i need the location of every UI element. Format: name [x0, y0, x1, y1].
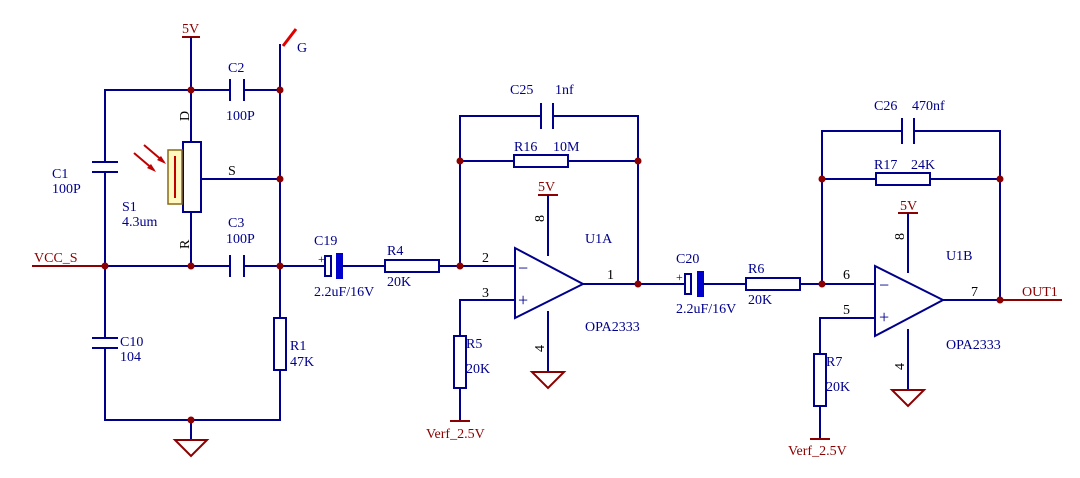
capacitor-c3: C3 100P: [226, 216, 255, 277]
u1a-plus: +: [518, 290, 528, 310]
u1a-pin8: 8: [533, 215, 548, 222]
u1a-pin2: 2: [482, 251, 489, 266]
r1-ref: R1: [290, 339, 306, 354]
u1b-pin8: 8: [893, 233, 908, 240]
s1-pin-r: R: [178, 239, 193, 249]
net-vref-a: Verf_2.5V: [426, 427, 485, 442]
u1a-part: OPA2333: [585, 320, 640, 335]
c25-value: 1nf: [555, 83, 574, 98]
c10-ref: C10: [120, 335, 143, 350]
c3-ref: C3: [228, 216, 244, 231]
capacitor-c26: C26 470nf: [874, 99, 945, 144]
r16-ref: R16: [514, 140, 537, 155]
s1-value: 4.3um: [122, 215, 158, 230]
u1b-part: OPA2333: [946, 338, 1001, 353]
stage1-amplifier: + C19 2.2uF/16V R4 20K C25 1nf R16 10M: [314, 83, 679, 442]
r5-value: 20K: [466, 362, 490, 377]
u1b-plus: +: [879, 307, 889, 327]
resistor-r1: R1 47K: [273, 317, 314, 371]
u1a-minus: −: [518, 258, 528, 278]
sensor-section: 5V C2 100P G C1 100P: [32, 22, 326, 458]
r16-value: 10M: [553, 140, 580, 155]
net-5v-left: 5V: [182, 22, 199, 37]
r6-value: 20K: [748, 293, 772, 308]
c25-ref: C25: [510, 83, 533, 98]
net-g: G: [297, 41, 307, 56]
r4-ref: R4: [387, 244, 403, 259]
r7-value: 20K: [826, 380, 850, 395]
s1-pin-s: S: [228, 164, 236, 179]
net-5v-u1a: 5V: [538, 180, 555, 195]
u1b-ref: U1B: [946, 249, 972, 264]
u1b-pin6: 6: [843, 268, 850, 283]
stage2-amplifier: + C20 2.2uF/16V R6 20K C26 470nf R17 24K: [676, 99, 1062, 459]
r5-ref: R5: [466, 337, 482, 352]
capacitor-c2: C2 100P: [226, 61, 255, 124]
capacitor-c25: C25 1nf: [510, 83, 574, 129]
c19-value: 2.2uF/16V: [314, 285, 374, 300]
r1-value: 47K: [290, 355, 314, 370]
r17-ref: R17: [874, 158, 897, 173]
c20-value: 2.2uF/16V: [676, 302, 736, 317]
net-5v-u1b: 5V: [900, 199, 917, 214]
c20-plus: +: [676, 270, 683, 284]
r17-value: 24K: [911, 158, 935, 173]
r7-ref: R7: [826, 355, 842, 370]
net-vref-b: Verf_2.5V: [788, 444, 847, 459]
net-vcc-s: VCC_S: [34, 251, 78, 266]
c1-value: 100P: [52, 182, 81, 197]
resistor-r6: R6 20K: [745, 262, 801, 308]
c19-plus: +: [318, 252, 325, 266]
opamp-u1b: − + U1B OPA2333 6 5 7 8 4: [843, 233, 1001, 370]
s1-pin-d: D: [178, 111, 193, 121]
capacitor-c20: + C20 2.2uF/16V: [676, 252, 747, 317]
c26-value: 470nf: [912, 99, 945, 114]
r6-ref: R6: [748, 262, 764, 277]
r4-value: 20K: [387, 275, 411, 290]
c10-value: 104: [120, 350, 141, 365]
capacitor-c10: C10 104: [92, 335, 143, 365]
opamp-u1a: − + U1A OPA2333 2 3 1 8 4: [482, 215, 640, 352]
resistor-r16: R16 10M: [513, 140, 580, 168]
resistor-r7: R7 20K: [813, 353, 850, 407]
net-out1: OUT1: [1022, 285, 1058, 300]
resistor-r5: R5 20K: [453, 335, 490, 389]
c2-ref: C2: [228, 61, 244, 76]
u1b-pin4: 4: [893, 363, 908, 370]
c1-ref: C1: [52, 167, 68, 182]
u1a-pin1: 1: [607, 268, 614, 283]
s1-ref: S1: [122, 200, 137, 215]
u1b-minus: −: [879, 275, 889, 295]
c20-ref: C20: [676, 252, 699, 267]
resistor-r17: R17 24K: [874, 158, 935, 186]
capacitor-c1: C1 100P: [52, 161, 118, 197]
c2-value: 100P: [226, 109, 255, 124]
resistor-r4: R4 20K: [384, 244, 440, 290]
ground-symbol-left: [172, 439, 210, 458]
c3-value: 100P: [226, 232, 255, 247]
u1a-pin3: 3: [482, 286, 489, 301]
ground-symbol-u1a: [529, 371, 567, 390]
u1a-ref: U1A: [585, 232, 613, 247]
c26-ref: C26: [874, 99, 897, 114]
u1b-pin7: 7: [971, 285, 978, 300]
ground-symbol-u1b: [889, 389, 927, 408]
capacitor-c19: + C19 2.2uF/16V: [314, 234, 386, 300]
u1b-pin5: 5: [843, 303, 850, 318]
u1a-pin4: 4: [533, 345, 548, 352]
c19-ref: C19: [314, 234, 337, 249]
sensor-s1: D S R S1 4.3um: [122, 89, 281, 267]
